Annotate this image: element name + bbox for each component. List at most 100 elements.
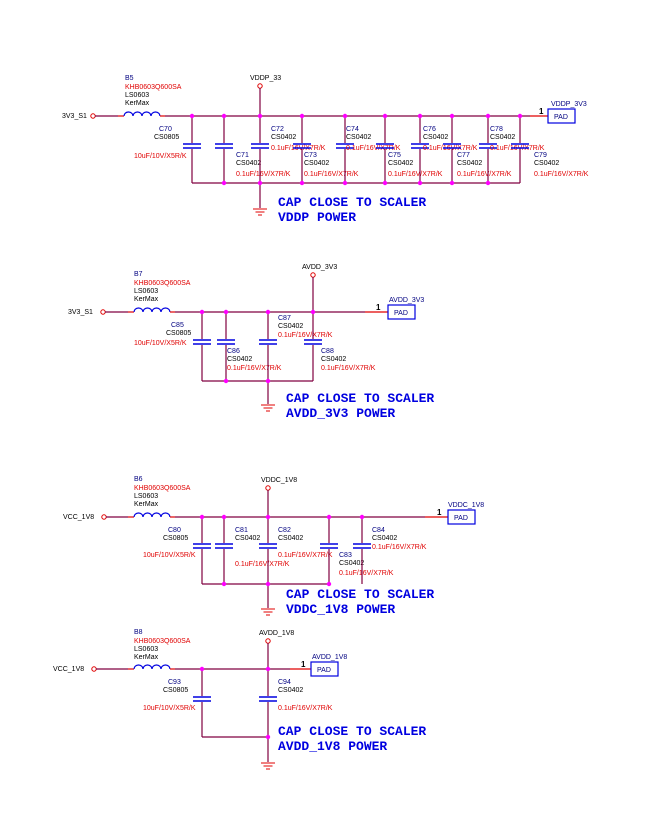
junction-dot (257, 180, 263, 186)
inductor-part: KHB0603Q600SA (134, 485, 191, 492)
block-avdd-1v8: VCC_1V8 B8 KHB0603Q600SA LS0603 KerMax 1… (53, 629, 426, 770)
rail-net-label: AVDD_3V3 (302, 264, 337, 271)
inductor-ref: B8 (134, 629, 143, 636)
cap-footprint: CS0805 (163, 687, 188, 694)
note-line-2: AVDD_1V8 POWER (278, 739, 387, 754)
junction-dot (221, 514, 227, 520)
inductor-ref: B6 (134, 476, 143, 483)
note-line-1: CAP CLOSE TO SCALER (278, 195, 426, 210)
note-line-2: VDDC_1V8 POWER (286, 602, 395, 617)
inductor-icon (123, 111, 161, 117)
cap-ref: C72 (271, 126, 284, 133)
cap-value: 10uF/10V/X5R/K (143, 552, 196, 559)
cap-value: 0.1uF/16V/X7R/K (321, 365, 376, 372)
pad-net-label: VDDC_1V8 (448, 502, 484, 509)
pad-net-label: AVDD_3V3 (389, 297, 424, 304)
cap-footprint: CS0402 (235, 535, 260, 542)
cap-ref: C71 (236, 152, 249, 159)
cap-footprint: CS0402 (236, 160, 261, 167)
cap-value: 0.1uF/16V/X7R/K (339, 570, 394, 577)
rail-port[interactable] (257, 83, 263, 89)
cap-value: 0.1uF/16V/X7R/K (534, 171, 589, 178)
pad-connector[interactable] (547, 108, 576, 124)
junction-dot (223, 309, 229, 315)
junction-dot (485, 113, 491, 119)
pad-label: PAD (394, 310, 408, 317)
junction-dot (417, 113, 423, 119)
cap-value: 0.1uF/16V/X7R/K (278, 705, 333, 712)
cap-footprint: CS0402 (278, 535, 303, 542)
junction-dot (310, 309, 316, 315)
cap-value: 0.1uF/16V/X7R/K (278, 552, 333, 559)
input-port[interactable] (100, 309, 106, 315)
junction-dot (199, 514, 205, 520)
cap-ref: C84 (372, 527, 385, 534)
pad-pin-number: 1 (376, 303, 381, 312)
block-avdd-3v3: 3V3_S1 B7 KHB0603Q600SA LS0603 KerMax 1 … (68, 264, 434, 421)
cap-footprint: CS0402 (372, 535, 397, 542)
inductor-icon (133, 307, 171, 313)
junction-dot (382, 180, 388, 186)
ground-icon (261, 608, 275, 616)
cap-footprint: CS0402 (346, 134, 371, 141)
input-port[interactable] (90, 113, 96, 119)
junction-dot (265, 666, 271, 672)
junction-dot (221, 113, 227, 119)
cap-ref: C85 (171, 322, 184, 329)
rail-port[interactable] (265, 485, 271, 491)
pad-connector[interactable] (310, 661, 339, 677)
inductor-vendor: KerMax (134, 501, 159, 508)
note-line-1: CAP CLOSE TO SCALER (286, 391, 434, 406)
cap-ref: C88 (321, 348, 334, 355)
junction-dot (265, 309, 271, 315)
inductor-footprint: LS0603 (125, 92, 149, 99)
rail-port[interactable] (310, 272, 316, 278)
pad-connector[interactable] (387, 304, 416, 320)
cap-ref: C74 (346, 126, 359, 133)
junction-dot (417, 180, 423, 186)
cap-value: 0.1uF/16V/X7R/K (236, 171, 291, 178)
junction-dot (449, 180, 455, 186)
junction-dot (342, 113, 348, 119)
inductor-icon (133, 664, 171, 670)
cap-footprint: CS0402 (278, 323, 303, 330)
junction-dot (359, 514, 365, 520)
input-port[interactable] (91, 666, 97, 672)
pad-pin-number: 1 (539, 107, 544, 116)
cap-ref: C79 (534, 152, 547, 159)
rail-port[interactable] (265, 638, 271, 644)
pad-net-label: VDDP_3V3 (551, 101, 587, 108)
cap-value: 10uF/10V/X5R/K (134, 340, 187, 347)
cap-footprint: CS0402 (304, 160, 329, 167)
cap-ref: C76 (423, 126, 436, 133)
pad-connector[interactable] (447, 509, 476, 525)
cap-footprint: CS0805 (154, 134, 179, 141)
junction-dot (517, 113, 523, 119)
cap-value: 0.1uF/16V/X7R/K (457, 171, 512, 178)
inductor-part: KHB0603Q600SA (134, 638, 191, 645)
pad-pin-number: 1 (437, 508, 442, 517)
inductor-vendor: KerMax (134, 654, 159, 661)
junction-dot (265, 734, 271, 740)
input-port[interactable] (101, 514, 107, 520)
cap-footprint: CS0402 (388, 160, 413, 167)
